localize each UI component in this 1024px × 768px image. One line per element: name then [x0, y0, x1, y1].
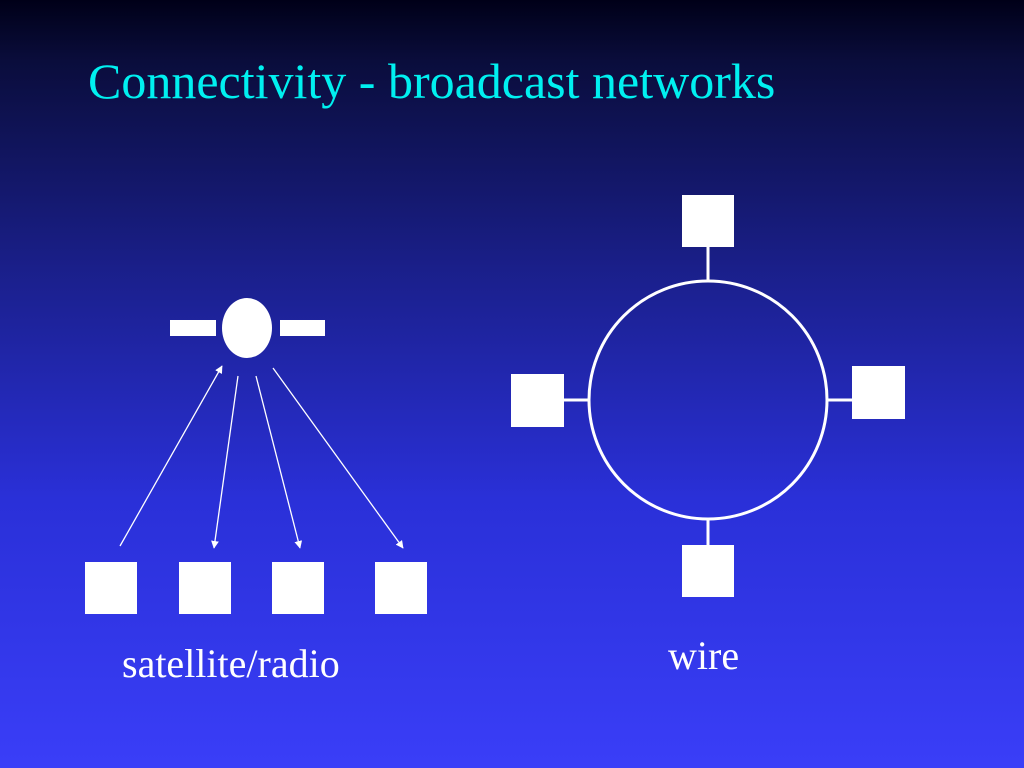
downlink-arrow-2: [255, 375, 303, 549]
ground-station-node: [179, 562, 231, 614]
downlink-arrow-3: [272, 367, 404, 549]
wire-ring-network: [511, 195, 905, 597]
satellite-body: [222, 298, 272, 358]
ground-station-node: [85, 562, 137, 614]
ring-wire: [587, 279, 829, 521]
ring-node-left: [511, 374, 564, 427]
ring-nodes: [511, 195, 905, 597]
ring-taps: [563, 246, 853, 546]
ring-node-right: [852, 366, 905, 419]
downlink-arrow-1: [211, 375, 239, 549]
ring-node-bottom: [682, 545, 734, 597]
ground-station-node: [272, 562, 324, 614]
ground-station-node: [375, 562, 427, 614]
ring-node-top: [682, 195, 734, 247]
ground-stations: [85, 562, 427, 614]
satellite-right-panel: [280, 320, 325, 336]
satellite-icon: [170, 298, 325, 358]
uplink-arrow: [119, 365, 223, 547]
slide-title: Connectivity - broadcast networks: [88, 53, 776, 109]
satellite-left-panel: [170, 320, 216, 336]
radio-links: [119, 365, 404, 549]
wire-caption: wire: [668, 633, 740, 678]
satellite-radio-caption: satellite/radio: [122, 641, 340, 686]
